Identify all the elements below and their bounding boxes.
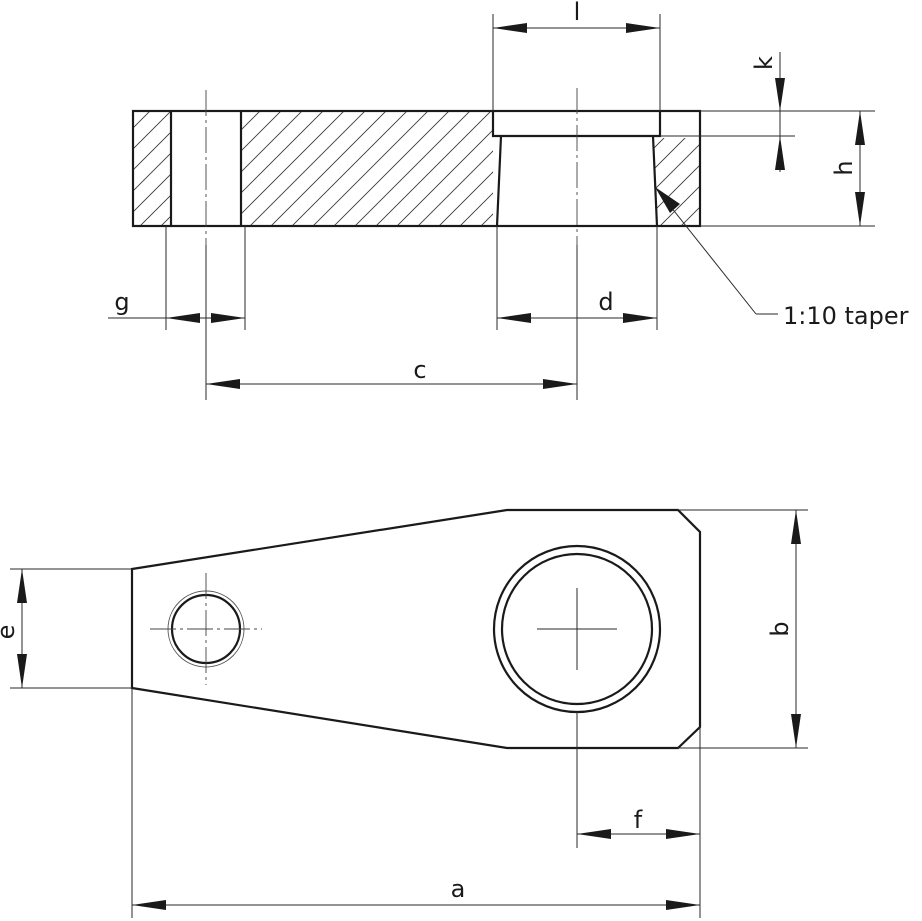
hatch-line [375, 111, 492, 226]
hatch-line [241, 111, 303, 173]
hatch-line [653, 138, 700, 226]
section-view [0, 88, 702, 245]
dimension-label-c: c [413, 356, 426, 384]
counterbore-outline [491, 111, 662, 138]
taper-note: 1:10 taper [783, 302, 909, 330]
hatch-line [653, 138, 700, 226]
hatch-line [110, 100, 250, 240]
dimension-label-a: a [451, 875, 466, 903]
hatch-line [417, 150, 493, 226]
dimension-label-l: l [574, 0, 581, 26]
dimension-g: g [108, 226, 246, 330]
hatch-line [189, 100, 329, 240]
dimension-label-f: f [634, 806, 643, 834]
hatch-line [653, 138, 700, 226]
hatch-line [270, 111, 387, 226]
hatch-line [133, 152, 171, 192]
dimension-b: b [678, 509, 808, 749]
hatch-line [133, 111, 151, 129]
large-hole [500, 552, 654, 706]
taper-bore-right-edge [651, 135, 659, 227]
hatch-line [687, 138, 700, 226]
dimension-f: f [576, 712, 701, 848]
hatch-line [396, 129, 493, 226]
dimension-e: e [0, 568, 132, 689]
taper-leader: 1:10 taper [655, 187, 909, 330]
hatch-line [160, 215, 171, 226]
dimension-h: h [700, 110, 875, 227]
dimension-label-g: g [114, 288, 129, 316]
hatch-line [333, 111, 450, 226]
hatch-line [241, 111, 324, 194]
hatch-line [133, 173, 171, 213]
dimension-label-h: h [830, 160, 858, 175]
hatch-line [241, 111, 282, 152]
hatch-line [139, 194, 171, 226]
hatch-line [312, 111, 429, 226]
section-outline [131, 109, 702, 228]
dimension-a: a [131, 688, 701, 918]
section-hatching [0, 100, 700, 240]
hatch-line [0, 100, 140, 240]
hatch-line [354, 111, 471, 226]
hatch-line [249, 111, 366, 226]
hatch-line [168, 100, 308, 240]
hatch-line [666, 138, 700, 226]
dimension-label-d: d [598, 288, 613, 316]
taper-bore-left-edge [495, 135, 503, 227]
dimension-label-e: e [0, 625, 20, 640]
hatch-line [241, 111, 345, 215]
dimension-l: l [492, 0, 661, 111]
hatch-line [653, 138, 700, 226]
dimension-label-k: k [750, 56, 778, 70]
hatch-line [509, 100, 649, 240]
hatch-line [291, 111, 408, 226]
hatch-line [488, 100, 628, 240]
dimension-k: k [660, 52, 795, 172]
hatch-line [480, 213, 493, 226]
dimension-c: c [205, 245, 578, 400]
hatch-line [241, 111, 261, 131]
plan-view [130, 508, 702, 750]
hatch-line [133, 111, 171, 150]
hatch-line [653, 138, 661, 226]
dimension-label-b: b [766, 621, 794, 636]
hatch-line [438, 171, 493, 226]
hatch-line [459, 192, 493, 226]
